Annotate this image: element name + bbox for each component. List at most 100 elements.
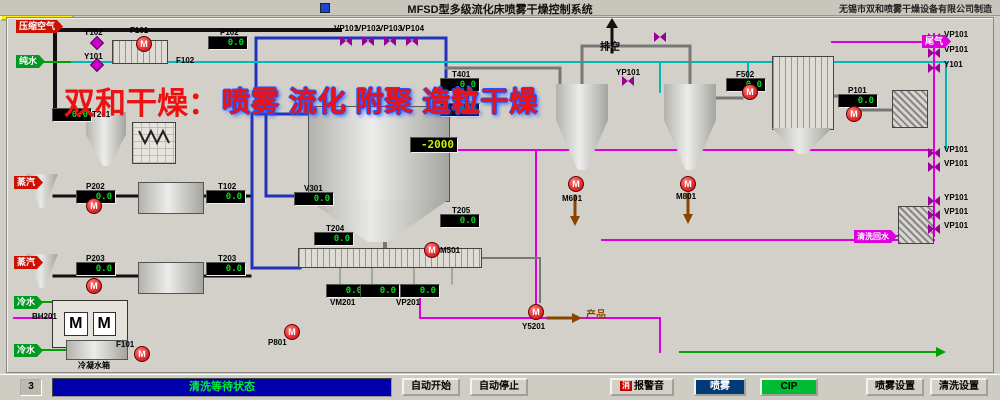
- label-f101-top: F101: [130, 26, 149, 35]
- pump-f101-bottom-icon[interactable]: M: [134, 346, 150, 362]
- valve-right-5-icon[interactable]: [928, 162, 940, 172]
- valve-right-7-icon[interactable]: [928, 210, 940, 220]
- valve-yp101-icon[interactable]: [622, 76, 634, 86]
- valve-vp103-icon[interactable]: [384, 36, 396, 46]
- mute-icon: 消: [620, 381, 632, 391]
- label-t203: T203: [218, 254, 237, 263]
- valve-right-4-icon[interactable]: [928, 148, 940, 158]
- label-y102: Y102: [84, 28, 103, 37]
- heater-f102: [112, 40, 168, 64]
- scrubber-top: [892, 90, 928, 128]
- cip-button[interactable]: CIP: [760, 378, 818, 396]
- fan-f502-icon[interactable]: M: [742, 84, 758, 100]
- display-vfb-3: 0.0: [400, 284, 440, 298]
- duct-vfb-out: [479, 257, 541, 303]
- spray-button[interactable]: 喷雾: [694, 378, 746, 396]
- tail-gas-tag: 尾气: [922, 35, 951, 48]
- spray-settings-button[interactable]: 喷雾设置: [866, 378, 924, 396]
- pump-f101-top-icon[interactable]: M: [136, 36, 152, 52]
- label-p203: P203: [86, 254, 105, 263]
- label-p801: P801: [268, 338, 287, 347]
- display-t205: 0.0: [440, 214, 480, 228]
- label-p401: P401: [452, 95, 471, 104]
- display-p401: 0.0: [440, 103, 480, 117]
- display-vfb-1: 0.0: [326, 284, 366, 298]
- valve-vp102-icon[interactable]: [362, 36, 374, 46]
- heater-element-icon: [138, 128, 170, 146]
- label-right-7: VP101: [944, 207, 969, 216]
- product-arrow-2: [683, 214, 693, 224]
- label-t201: T201: [92, 110, 111, 119]
- label-right-3: Y101: [944, 60, 963, 69]
- label-right-8: VP101: [944, 221, 969, 230]
- drying-chamber-body: [308, 106, 450, 202]
- motor-y5201-icon[interactable]: M: [528, 304, 544, 320]
- product-arrow-1: [570, 216, 580, 226]
- display-t204: 0.0: [314, 232, 354, 246]
- label-f102: F102: [176, 56, 195, 65]
- label-p101: P101: [848, 86, 867, 95]
- display-t102: 0.0: [206, 190, 246, 204]
- fan-bed2-icon[interactable]: M: [86, 198, 102, 214]
- label-f502: F502: [736, 70, 755, 79]
- display-t203: 0.0: [206, 262, 246, 276]
- label-f101-bottom: F101: [116, 340, 135, 349]
- bag-filter: [772, 56, 834, 130]
- fan-p101-icon[interactable]: M: [846, 106, 862, 122]
- label-m501: M501: [440, 246, 461, 255]
- source-tag-pure-water: 纯水: [16, 55, 45, 68]
- source-tag-cool-out: 冷水: [14, 344, 43, 357]
- display-t401: 0.0: [440, 78, 480, 92]
- rotary-valve-m801-icon[interactable]: M: [680, 176, 696, 192]
- label-right-4: VP101: [944, 145, 969, 154]
- vent-arrow-icon: [606, 18, 618, 28]
- label-right-5: VP101: [944, 159, 969, 168]
- cip-return-tag: 清洗回水: [854, 230, 897, 243]
- exhaust-arrow-icon: [936, 347, 946, 357]
- page-title: MFSD型多级流化床喷雾干燥控制系统: [407, 4, 593, 16]
- auto-start-button[interactable]: 自动开始: [402, 378, 460, 396]
- display-chamber-pressure: -2000: [410, 137, 458, 153]
- label-vp102: VP102: [356, 24, 381, 33]
- auto-stop-button[interactable]: 自动停止: [470, 378, 528, 396]
- valve-top-center-icon[interactable]: [654, 32, 666, 42]
- pipe-blue-left2: [264, 112, 310, 198]
- label-vp104: VP104: [400, 24, 425, 33]
- valve-vp101-icon[interactable]: [340, 36, 352, 46]
- label-m601: M601: [562, 194, 583, 203]
- status-field: 清洗等待状态: [52, 378, 392, 397]
- clean-settings-button[interactable]: 清洗设置: [930, 378, 988, 396]
- page-indicator[interactable]: 3: [20, 379, 42, 396]
- mute-alarm-label: 报警音: [634, 381, 664, 392]
- fluid-bed-3: [138, 262, 204, 294]
- pump-p801-icon[interactable]: M: [284, 324, 300, 340]
- rotary-valve-m501-icon[interactable]: M: [424, 242, 440, 258]
- valve-vp104-icon[interactable]: [406, 36, 418, 46]
- pipe-purified-water: [69, 61, 947, 149]
- label-m801: M801: [676, 192, 697, 201]
- source-tag-steam-3: 蒸汽: [14, 256, 43, 269]
- label-y101: Y101: [84, 52, 103, 61]
- product-arrow-3: [572, 313, 582, 323]
- control-bar: 3 清洗等待状态 自动开始 自动停止 消报警音 喷雾 CIP 喷雾设置 清洗设置: [0, 374, 1000, 400]
- fluid-bed-2: [138, 182, 204, 214]
- source-tag-steam-2: 蒸汽: [14, 176, 43, 189]
- display-vfb-2: 0.0: [360, 284, 400, 298]
- label-vp103: VP103: [378, 24, 403, 33]
- valve-right-6-icon[interactable]: [928, 196, 940, 206]
- mute-alarm-button[interactable]: 消报警音: [610, 378, 674, 396]
- duct-chamber-cyclone: [444, 66, 562, 86]
- label-right-6: YP101: [944, 193, 969, 202]
- source-tag-compressed-air: 压缩空气: [16, 20, 63, 33]
- label-vp201: VP201: [396, 298, 421, 307]
- valve-right-8-icon[interactable]: [928, 224, 940, 234]
- label-right-1: VP101: [944, 30, 969, 39]
- label-right-2: VP101: [944, 45, 969, 54]
- valve-right-2-icon[interactable]: [928, 48, 940, 58]
- rotary-valve-m601-icon[interactable]: M: [568, 176, 584, 192]
- display-p102: 0.0: [208, 36, 248, 50]
- fan-bed3-icon[interactable]: M: [86, 278, 102, 294]
- label-p102: P102: [220, 28, 239, 37]
- valve-right-3-icon[interactable]: [928, 63, 940, 73]
